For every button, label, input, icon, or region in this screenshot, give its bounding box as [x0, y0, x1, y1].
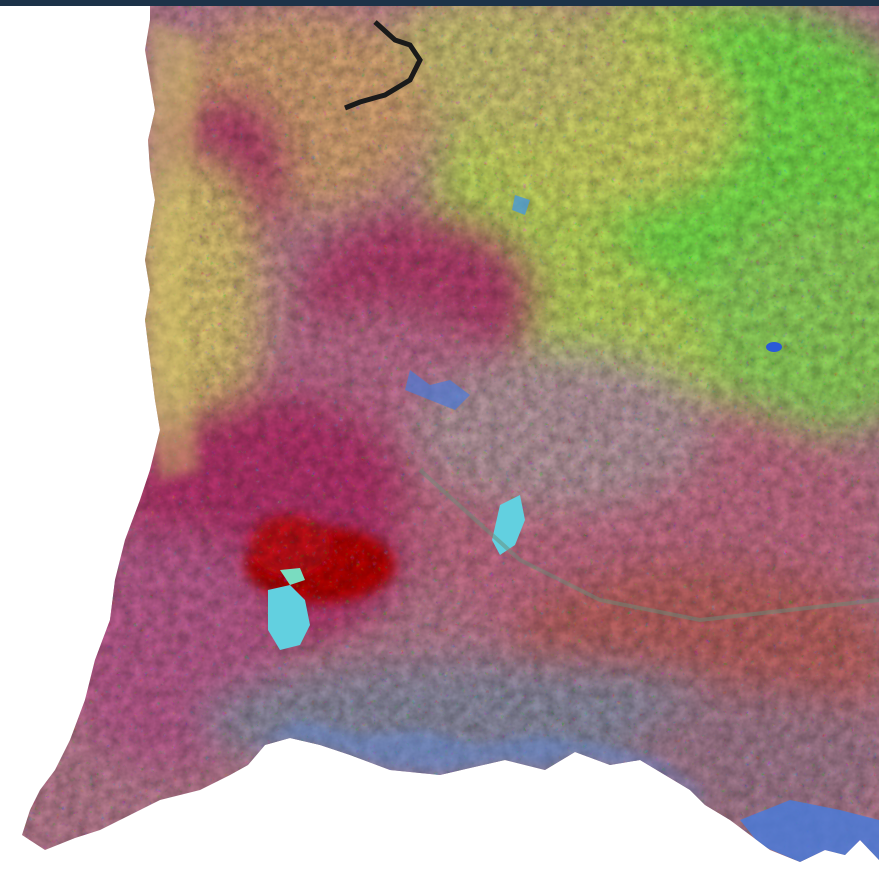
top-edge — [0, 0, 879, 6]
reservoir-b — [268, 585, 310, 650]
west-coast-strip — [145, 20, 200, 480]
reservoir-c — [280, 568, 305, 585]
northern-river — [344, 20, 423, 111]
south-east-lagoon — [740, 800, 879, 862]
